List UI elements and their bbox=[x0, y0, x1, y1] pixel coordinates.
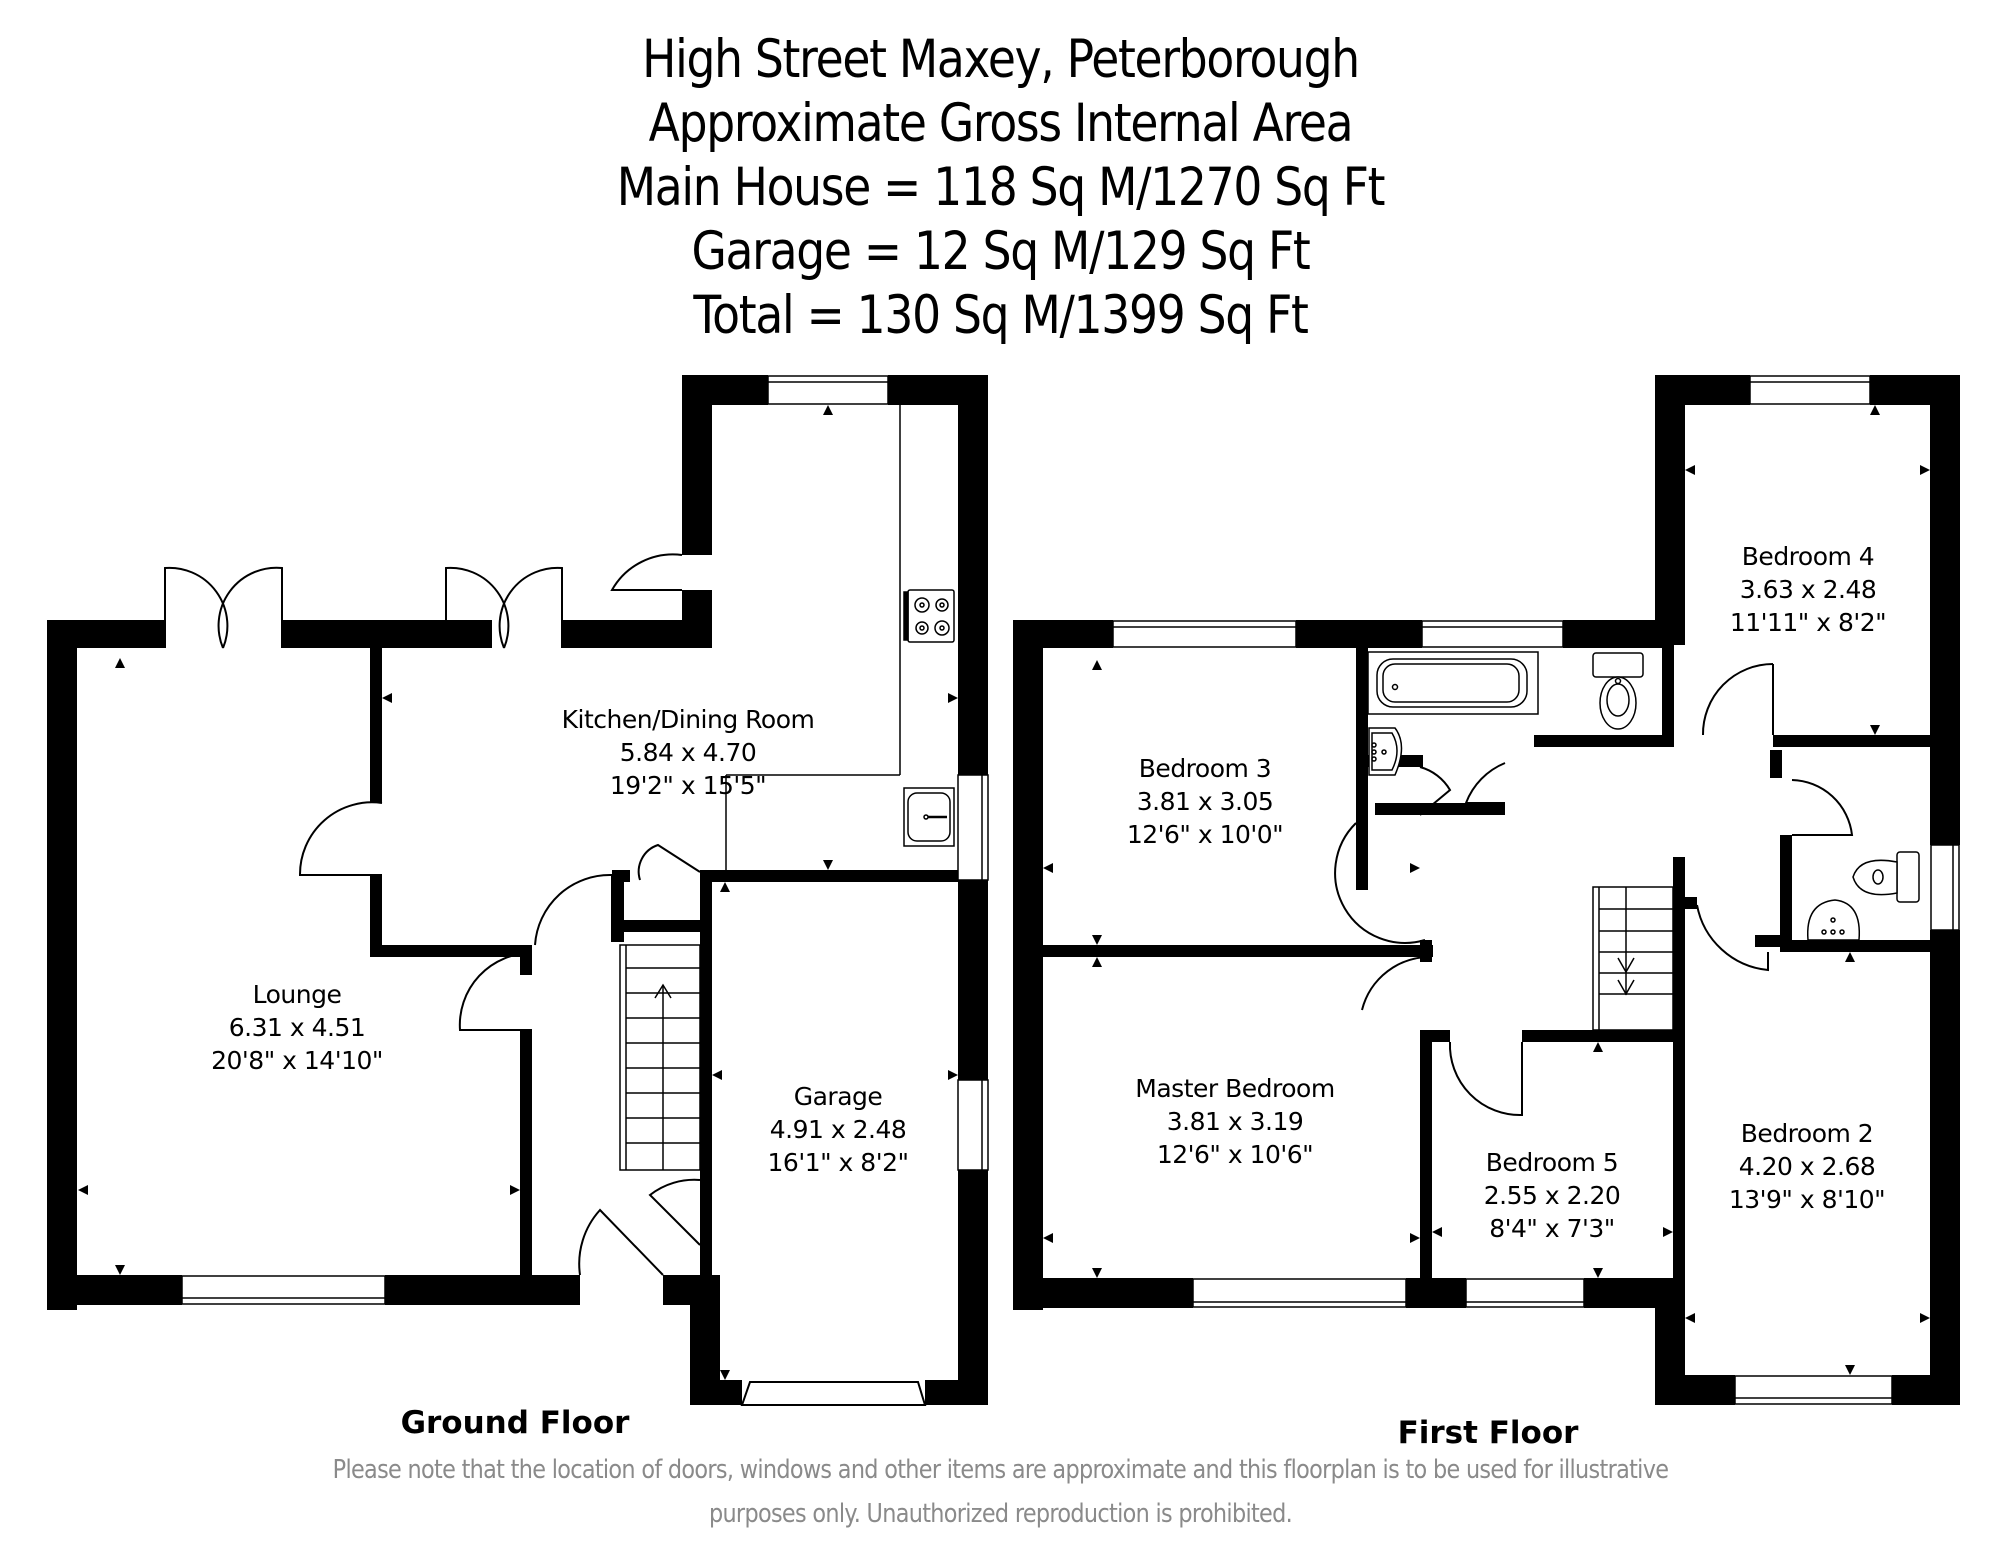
room-imperial-garage: 16'1" x 8'2" bbox=[768, 1148, 909, 1177]
kitchen-worktop bbox=[725, 405, 901, 870]
room-name-bedroom-4: Bedroom 4 bbox=[1742, 542, 1874, 571]
room-metric-bedroom-3: 3.81 x 3.05 bbox=[1137, 787, 1274, 816]
main-house-area: Main House = 118 Sq M/1270 Sq Ft bbox=[616, 157, 1386, 218]
room-imperial-bedroom-2: 13'9" x 8'10" bbox=[1729, 1185, 1885, 1214]
room-name-bedroom-5: Bedroom 5 bbox=[1486, 1148, 1618, 1177]
ground-floor-label: Ground Floor bbox=[401, 1405, 631, 1441]
wc-basin-icon bbox=[1807, 899, 1861, 941]
room-name-garage: Garage bbox=[794, 1082, 883, 1111]
first-floor-doors bbox=[1334, 663, 1854, 1117]
garage-area: Garage = 12 Sq M/129 Sq Ft bbox=[691, 221, 1311, 282]
room-imperial-kitchen: 19'2" x 15'5" bbox=[610, 771, 766, 800]
room-imperial-bedroom-3: 12'6" x 10'0" bbox=[1127, 820, 1283, 849]
room-imperial-lounge: 20'8" x 14'10" bbox=[211, 1046, 383, 1075]
ground-floor-windows bbox=[181, 375, 989, 1305]
first-floor-plan: Bedroom 4 3.63 x 2.48 11'11" x 8'2" Bedr… bbox=[1013, 375, 1960, 1451]
ground-floor-plan: Kitchen/Dining Room 5.84 x 4.70 19'2" x … bbox=[47, 375, 989, 1441]
cupboard-door bbox=[1419, 766, 1452, 816]
room-imperial-bedroom-5: 8'4" x 7'3" bbox=[1489, 1214, 1615, 1243]
ground-floor-walls bbox=[47, 375, 988, 1405]
ground-floor-measure-markers bbox=[78, 405, 958, 1380]
disclaimer-line-1: Please note that the location of doors, … bbox=[332, 1455, 1669, 1485]
basin-icon bbox=[1368, 727, 1403, 776]
room-name-kitchen: Kitchen/Dining Room bbox=[562, 705, 815, 734]
disclaimer-line-2: purposes only. Unauthorized reproduction… bbox=[708, 1499, 1293, 1529]
wc-toilet-icon bbox=[1852, 851, 1920, 903]
room-name-lounge: Lounge bbox=[253, 980, 342, 1009]
bath-icon bbox=[1367, 651, 1539, 715]
room-metric-bedroom-4: 3.63 x 2.48 bbox=[1740, 575, 1877, 604]
kitchen-sink-icon bbox=[903, 787, 955, 847]
room-name-bedroom-2: Bedroom 2 bbox=[1741, 1119, 1873, 1148]
ground-floor-room-labels: Kitchen/Dining Room 5.84 x 4.70 19'2" x … bbox=[211, 705, 909, 1177]
room-imperial-master-bedroom: 12'6" x 10'6" bbox=[1157, 1140, 1313, 1169]
first-floor-windows bbox=[1112, 375, 1960, 1405]
room-metric-bedroom-5: 2.55 x 2.20 bbox=[1484, 1181, 1621, 1210]
first-floor-measure-markers bbox=[1043, 405, 1930, 1375]
room-metric-bedroom-2: 4.20 x 2.68 bbox=[1739, 1152, 1876, 1181]
hob-icon bbox=[903, 589, 955, 643]
title-block: High Street Maxey, Peterborough Approxim… bbox=[0, 28, 2001, 348]
room-metric-lounge: 6.31 x 4.51 bbox=[229, 1013, 366, 1042]
toilet-icon bbox=[1592, 652, 1644, 730]
room-metric-kitchen: 5.84 x 4.70 bbox=[620, 738, 757, 767]
first-floor-room-labels: Bedroom 4 3.63 x 2.48 11'11" x 8'2" Bedr… bbox=[1127, 542, 1887, 1243]
ground-floor-stairs bbox=[619, 944, 701, 1171]
ground-floor-doors bbox=[164, 553, 701, 1276]
first-floor-label: First Floor bbox=[1398, 1415, 1580, 1451]
room-metric-garage: 4.91 x 2.48 bbox=[770, 1115, 907, 1144]
total-area: Total = 130 Sq M/1399 Sq Ft bbox=[693, 285, 1309, 346]
area-heading: Approximate Gross Internal Area bbox=[648, 93, 1354, 154]
disclaimer: Please note that the location of doors, … bbox=[0, 1448, 2001, 1536]
first-floor-walls bbox=[1013, 375, 1960, 1405]
room-metric-master-bedroom: 3.81 x 3.19 bbox=[1167, 1107, 1304, 1136]
room-name-bedroom-3: Bedroom 3 bbox=[1139, 754, 1271, 783]
room-name-master-bedroom: Master Bedroom bbox=[1135, 1074, 1334, 1103]
garage-door bbox=[740, 1381, 927, 1406]
first-floor-stairs bbox=[1592, 886, 1674, 1031]
property-address: High Street Maxey, Peterborough bbox=[642, 29, 1360, 90]
room-imperial-bedroom-4: 11'11" x 8'2" bbox=[1730, 608, 1886, 637]
